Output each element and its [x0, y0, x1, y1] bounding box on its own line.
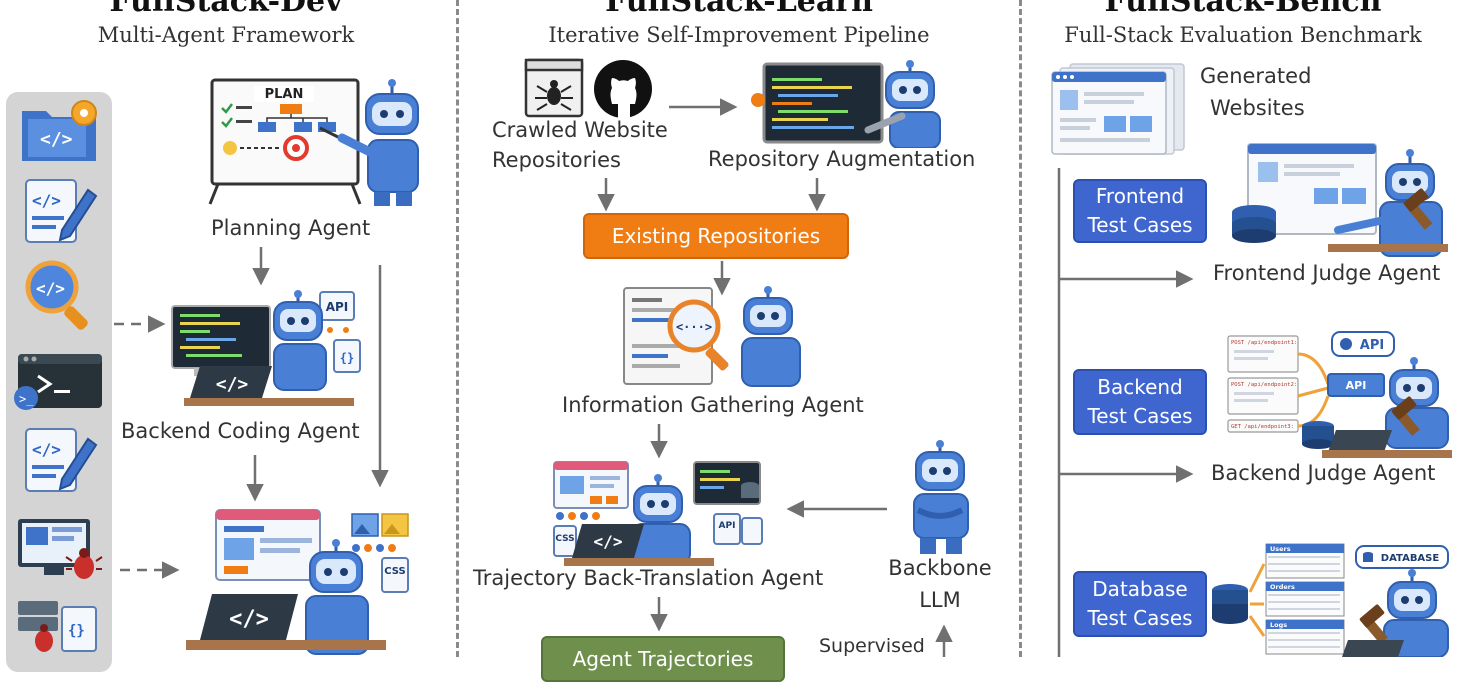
backend-test-cases-box: Backend Test Cases [1073, 369, 1207, 435]
backend-judge-label: Backend Judge Agent [1211, 461, 1436, 485]
backend-api-bar: API [1346, 379, 1367, 392]
backbone-label-1: Backbone [888, 556, 992, 580]
backend-box-line-2: Test Cases [1087, 404, 1193, 428]
backend-post-2: POST /api/endpoint2: [1231, 382, 1297, 388]
database-judge-illustration: Users Orders Logs DATABASE [1212, 543, 1449, 657]
learn-subtitle: Iterative Self-Improvement Pipeline [548, 23, 930, 47]
frontend-judge-label: Frontend Judge Agent [1213, 261, 1441, 285]
dev-subtitle: Multi-Agent Framework [97, 23, 355, 47]
backend-braces: {} [340, 351, 354, 365]
dev-title: FullStack-Dev [109, 0, 343, 19]
generated-websites-icon [1051, 63, 1185, 155]
frontend-css-tag: CSS [384, 566, 405, 577]
database-test-cases-box: Database Test Cases [1073, 571, 1207, 637]
svg-text:</>: </> [40, 129, 73, 150]
code-edit-icon-2: </> [25, 428, 98, 492]
bench-panel: FullStack-Bench Full-Stack Evaluation Be… [1026, 0, 1460, 657]
svg-text:>_: >_ [19, 392, 34, 406]
information-gathering-illustration: <···> [623, 286, 801, 387]
info-search-glyph: <···> [676, 320, 712, 334]
code-folder-icon: </> [22, 100, 97, 161]
generated-label-2: Websites [1210, 96, 1305, 120]
spider-crawler-icon [524, 58, 584, 118]
planning-agent-label: Planning Agent [211, 216, 371, 240]
db-table-orders: Orders [1270, 583, 1295, 591]
monitor-bug-icon [18, 519, 103, 579]
trajectory-back-translation-illustration: CSS API </> [553, 461, 763, 566]
learn-panel: FullStack-Learn Iterative Self-Improveme… [462, 0, 1016, 657]
divider-right [1019, 0, 1022, 657]
augmentation-label: Repository Augmentation [708, 147, 976, 171]
bench-title: FullStack-Bench [1104, 0, 1382, 19]
terminal-icon: >_ [14, 354, 102, 410]
learn-title: FullStack-Learn [605, 0, 873, 19]
generated-label-1: Generated [1200, 64, 1312, 88]
server-bug-icon: {} [18, 601, 97, 652]
svg-text:{}: {} [68, 623, 85, 639]
repository-augmentation-illustration [751, 60, 941, 148]
backend-api-badge: API [1360, 338, 1384, 353]
backend-api-tag: API [326, 300, 349, 314]
backend-coding-agent-label: Backend Coding Agent [121, 419, 360, 443]
planning-agent-illustration: PLAN [208, 78, 419, 206]
crawled-label-1: Crawled Website [492, 118, 668, 142]
code-edit-icon: </> [25, 179, 98, 243]
dev-panel: FullStack-Dev Multi-Agent Framework [0, 0, 452, 657]
backbone-llm-robot [913, 440, 969, 554]
frontend-laptop-code: </> [229, 607, 269, 632]
supervised-label: Supervised [819, 635, 925, 657]
backend-post-1: POST /api/endpoint1: [1231, 340, 1297, 346]
info-gathering-label: Information Gathering Agent [562, 393, 864, 417]
svg-text:</>: </> [32, 191, 61, 210]
code-search-icon: </> [25, 260, 88, 330]
frontend-judge-illustration [1232, 143, 1448, 257]
trajectory-api-tag: API [719, 521, 736, 531]
frontend-box-line-2: Test Cases [1087, 213, 1193, 237]
backbone-label-2: LLM [919, 588, 961, 612]
flow-arrows [114, 98, 1194, 657]
database-box-line-1: Database [1092, 577, 1188, 601]
frontend-coding-agent-illustration: CSS </> [186, 509, 409, 655]
bench-subtitle: Full-Stack Evaluation Benchmark [1064, 23, 1422, 47]
plan-board-text: PLAN [265, 87, 304, 102]
trajectory-css-tag: CSS [555, 534, 574, 544]
svg-text:</>: </> [36, 279, 65, 298]
database-box-line-2: Test Cases [1087, 606, 1193, 630]
db-table-logs: Logs [1270, 621, 1287, 629]
backend-laptop-code: </> [216, 374, 249, 395]
svg-text:</>: </> [32, 440, 61, 459]
divider-left [456, 0, 459, 657]
trajectory-laptop-code: </> [594, 532, 623, 551]
frontend-test-cases-box: Frontend Test Cases [1073, 179, 1207, 243]
trajectory-label: Trajectory Back-Translation Agent [473, 566, 824, 590]
backend-coding-agent-illustration: API {} </> [171, 290, 361, 406]
db-database-badge: DATABASE [1381, 553, 1440, 564]
db-table-users: Users [1270, 545, 1291, 553]
github-icon [594, 60, 652, 118]
backend-get-3: GET /api/endpoint3: [1231, 424, 1294, 430]
crawled-label-2: Repositories [492, 148, 621, 172]
frontend-box-line-1: Frontend [1095, 184, 1185, 208]
backend-box-line-1: Backend [1097, 375, 1183, 399]
existing-repositories-box: Existing Repositories [583, 213, 849, 259]
backend-judge-illustration: POST /api/endpoint1: POST /api/endpoint2… [1227, 331, 1452, 458]
